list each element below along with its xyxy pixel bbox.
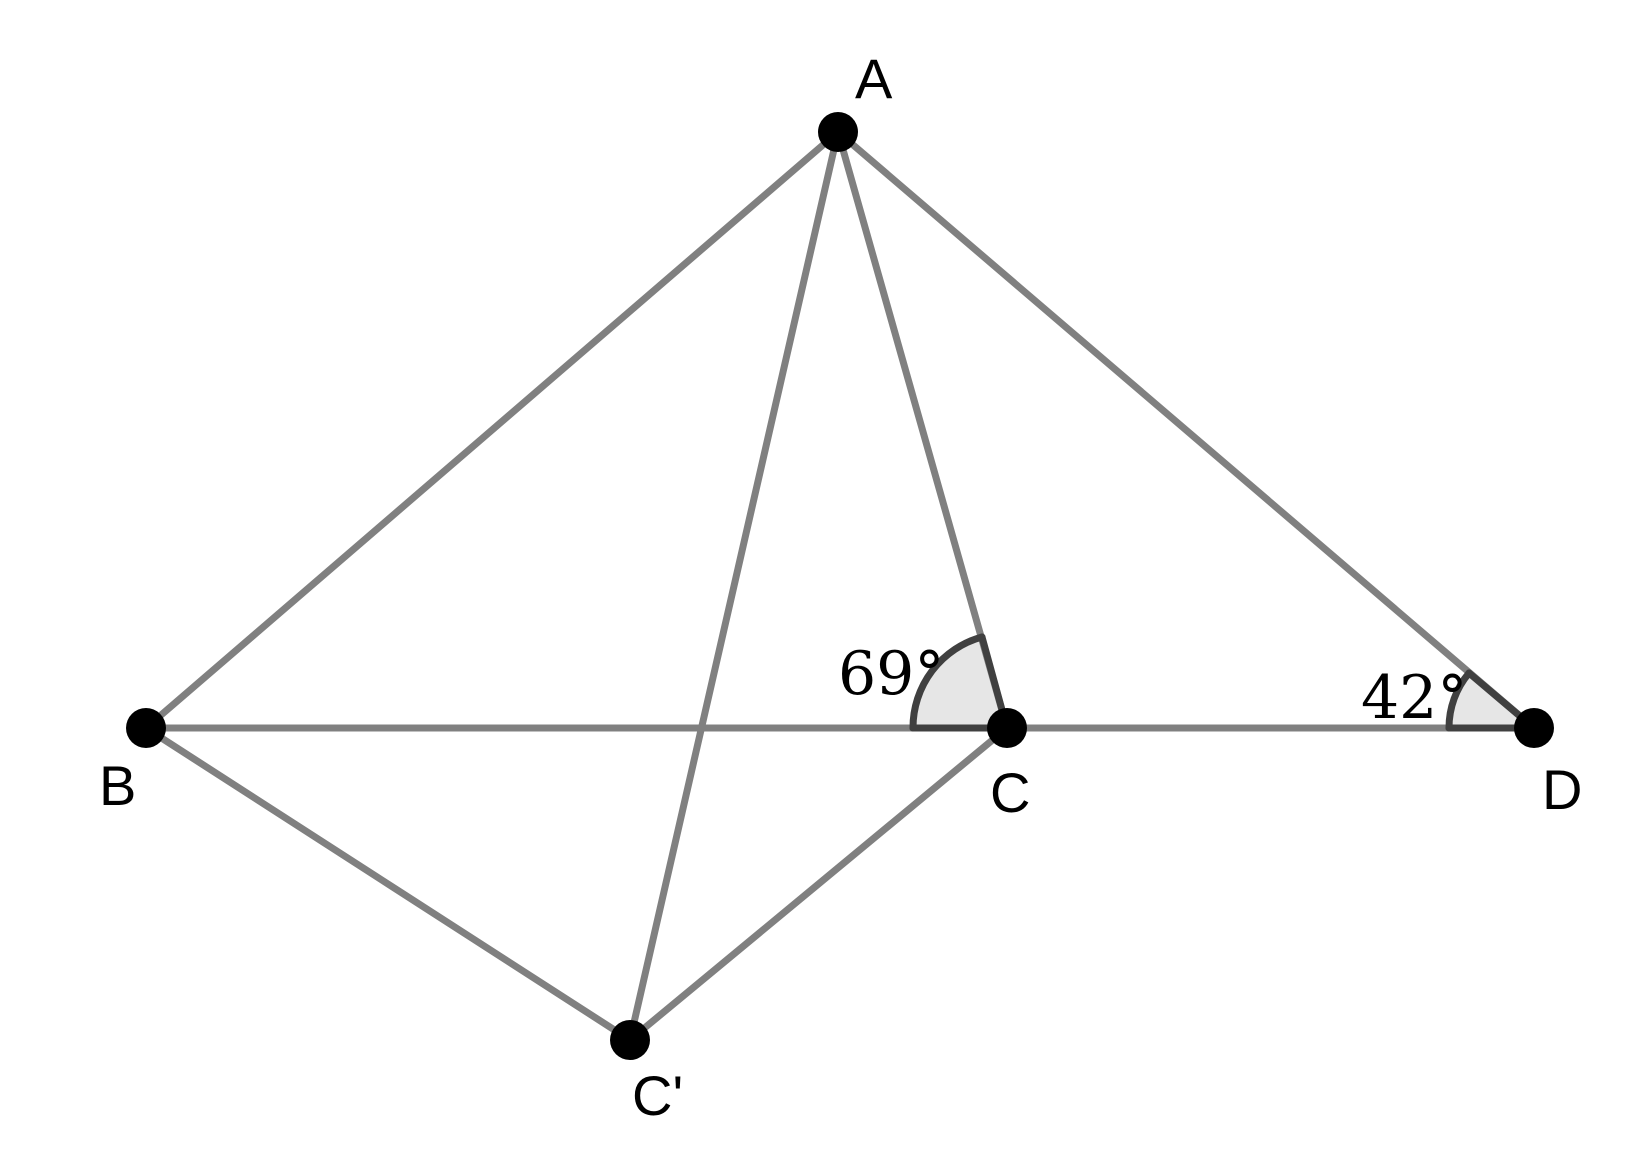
angle-d-arc <box>1445 669 1473 732</box>
point-b <box>126 708 166 748</box>
angle-c-fill <box>912 637 1007 728</box>
segment-a-b <box>142 128 842 732</box>
point-a <box>818 112 858 152</box>
angle-label-d: 42° <box>1361 663 1467 733</box>
angle-c-arc <box>909 633 986 732</box>
point-cprime <box>610 1020 650 1060</box>
angle-label-c: 69° <box>838 639 944 709</box>
segment-c-cprime <box>626 724 1011 1044</box>
label-cprime: C' <box>632 1064 683 1127</box>
label-a: A <box>855 47 893 110</box>
label-b: B <box>99 754 136 817</box>
label-d: D <box>1542 758 1582 821</box>
segment-b-cprime <box>142 724 634 1044</box>
segment-a-c <box>834 128 1011 732</box>
point-c <box>987 708 1027 748</box>
point-d <box>1514 708 1554 748</box>
segment-a-cprime <box>626 128 842 1044</box>
label-c: C <box>990 761 1030 824</box>
segment-a-d <box>834 128 1538 732</box>
